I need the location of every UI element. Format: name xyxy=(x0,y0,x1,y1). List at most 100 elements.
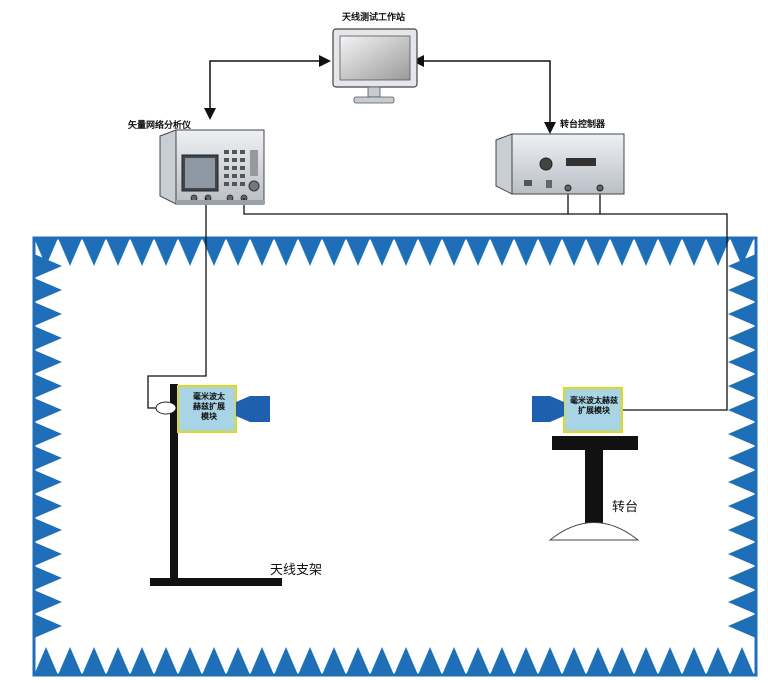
absorber-cone-top xyxy=(250,238,274,266)
turntable-label: 转台 xyxy=(612,500,639,515)
absorber-cone-top xyxy=(346,238,370,266)
chamber-wall xyxy=(32,236,758,677)
absorber-cone-bottom xyxy=(322,647,346,675)
absorber-cone-right xyxy=(728,254,756,278)
absorber-cone-right xyxy=(728,494,756,518)
absorber-cone-top xyxy=(178,238,202,266)
right-module-label: 毫米波太赫兹 扩展模块 xyxy=(566,396,622,416)
right-module-label-line1: 毫米波太赫兹 xyxy=(570,396,618,405)
absorber-cone-bottom xyxy=(538,647,562,675)
absorber-cone-bottom xyxy=(586,647,610,675)
turntable-controller-box xyxy=(495,133,625,195)
absorber-cone-top xyxy=(682,238,706,266)
absorber-cone-right xyxy=(728,590,756,614)
absorber-cone-left xyxy=(34,566,62,590)
absorber-cone-right xyxy=(728,278,756,302)
absorber-cone-top xyxy=(634,238,658,266)
data-link-arrows xyxy=(204,55,556,134)
vector-network-analyzer xyxy=(159,129,265,206)
absorber-cone-right xyxy=(728,422,756,446)
absorber-cone-right xyxy=(728,614,756,638)
absorber-cone-bottom xyxy=(418,647,442,675)
absorber-cone-left xyxy=(34,422,62,446)
absorber-cone-bottom xyxy=(154,647,178,675)
cables xyxy=(147,194,728,411)
absorber-cone-bottom xyxy=(34,647,58,675)
absorber-cone-top xyxy=(610,238,634,266)
absorber-cone-right xyxy=(728,350,756,374)
left-extension-module xyxy=(155,385,270,433)
absorber-cone-right xyxy=(728,470,756,494)
workstation-monitor xyxy=(332,28,418,104)
absorber-cone-top xyxy=(298,238,322,266)
absorber-cone-bottom xyxy=(226,647,250,675)
absorber-cone-bottom xyxy=(106,647,130,675)
absorber-cone-top xyxy=(154,238,178,266)
absorber-cone-left xyxy=(34,518,62,542)
absorber-cone-bottom xyxy=(658,647,682,675)
absorber-cone-bottom xyxy=(634,647,658,675)
controller-label: 转台控制器 xyxy=(560,120,606,130)
absorber-cone-bottom xyxy=(58,647,82,675)
absorber-cone-left xyxy=(34,254,62,278)
antenna-stand-label: 天线支架 xyxy=(270,563,323,578)
absorber-cone-top xyxy=(226,238,250,266)
absorber-cone-right xyxy=(728,302,756,326)
absorber-cone-bottom xyxy=(346,647,370,675)
absorber-cone-right xyxy=(728,518,756,542)
absorber-cone-bottom xyxy=(250,647,274,675)
anechoic-chamber-absorbers xyxy=(32,236,758,677)
absorber-cone-left xyxy=(34,494,62,518)
absorber-cone-top xyxy=(562,238,586,266)
antenna-stand xyxy=(150,384,282,586)
absorber-cone-top xyxy=(442,238,466,266)
absorber-cone-top xyxy=(202,238,226,266)
absorber-cone-right xyxy=(728,446,756,470)
absorber-cone-left xyxy=(34,446,62,470)
absorber-cone-top xyxy=(370,238,394,266)
right-extension-module xyxy=(532,387,623,433)
absorber-cone-top xyxy=(130,238,154,266)
absorber-cone-right xyxy=(728,326,756,350)
absorber-cone-top xyxy=(274,238,298,266)
absorber-cone-bottom xyxy=(178,647,202,675)
absorber-cone-top xyxy=(106,238,130,266)
absorber-cone-bottom xyxy=(610,647,634,675)
absorber-cone-bottom xyxy=(442,647,466,675)
turntable xyxy=(548,436,640,541)
absorber-cone-bottom xyxy=(466,647,490,675)
absorber-cone-left xyxy=(34,542,62,566)
absorber-cone-right xyxy=(728,566,756,590)
left-module-label: 毫米波太 赫兹扩展 模块 xyxy=(186,392,232,422)
absorber-cone-bottom xyxy=(562,647,586,675)
absorber-cone-bottom xyxy=(298,647,322,675)
absorber-cone-left xyxy=(34,398,62,422)
absorber-cone-bottom xyxy=(370,647,394,675)
workstation-label: 天线测试工作站 xyxy=(342,13,406,23)
absorber-cone-left xyxy=(34,302,62,326)
absorber-cone-top xyxy=(466,238,490,266)
absorber-cone-top xyxy=(58,238,82,266)
right-module-label-line2: 扩展模块 xyxy=(578,406,610,415)
absorber-cone-left xyxy=(34,350,62,374)
absorber-cone-bottom xyxy=(730,647,754,675)
absorber-cone-top xyxy=(538,238,562,266)
absorber-cone-top xyxy=(394,238,418,266)
left-module-label-line2: 赫兹扩展 xyxy=(193,402,225,411)
absorber-cone-top xyxy=(658,238,682,266)
absorber-cone-top xyxy=(586,238,610,266)
absorber-cone-top xyxy=(322,238,346,266)
absorber-cone-left xyxy=(34,374,62,398)
absorber-cone-top xyxy=(730,238,754,266)
absorber-cone-top xyxy=(514,238,538,266)
absorber-cone-top xyxy=(490,238,514,266)
absorber-cone-right xyxy=(728,374,756,398)
absorber-cone-top xyxy=(82,238,106,266)
absorber-cone-bottom xyxy=(82,647,106,675)
absorber-cone-top xyxy=(418,238,442,266)
absorber-cone-bottom xyxy=(682,647,706,675)
absorber-cone-right xyxy=(728,398,756,422)
absorber-cone-left xyxy=(34,470,62,494)
absorber-cone-bottom xyxy=(394,647,418,675)
absorber-cone-left xyxy=(34,590,62,614)
